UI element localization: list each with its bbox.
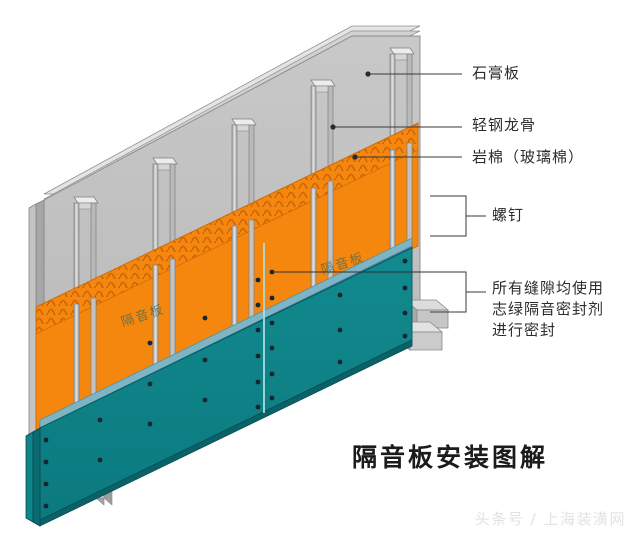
callout-label-gypsum: 石膏板 [472, 64, 521, 82]
callout-leaders [330, 71, 486, 313]
sealant-line-2: 志绿隔音密封剂 [492, 300, 605, 318]
sealant-line-1: 所有缝隙均使用 [492, 279, 605, 297]
callout-label-rockwool: 岩棉（玻璃棉） [472, 148, 585, 166]
diagram-title: 隔音板安装图解 [352, 443, 549, 472]
leader-sealant-bracket [430, 271, 486, 313]
callout-label-screw: 螺钉 [492, 206, 525, 224]
soundproof-panel-left-thickness [32, 427, 41, 527]
callout-label-steel-stud: 轻钢龙骨 [472, 116, 537, 134]
screw-dot-group [43, 258, 408, 509]
sealant-line-3: 进行密封 [492, 321, 557, 339]
callout-label-sealant: 所有缝隙均使用 志绿隔音密封剂 进行密封 [492, 278, 640, 341]
callout-reference-lines [272, 271, 430, 273]
soundproof-panel-left-thickness-2 [25, 431, 34, 523]
watermark: 头条号 / 上海装潢网 [474, 510, 626, 528]
steel-stud-foreground-overlay [73, 142, 413, 426]
leader-screw-bracket [430, 195, 486, 237]
